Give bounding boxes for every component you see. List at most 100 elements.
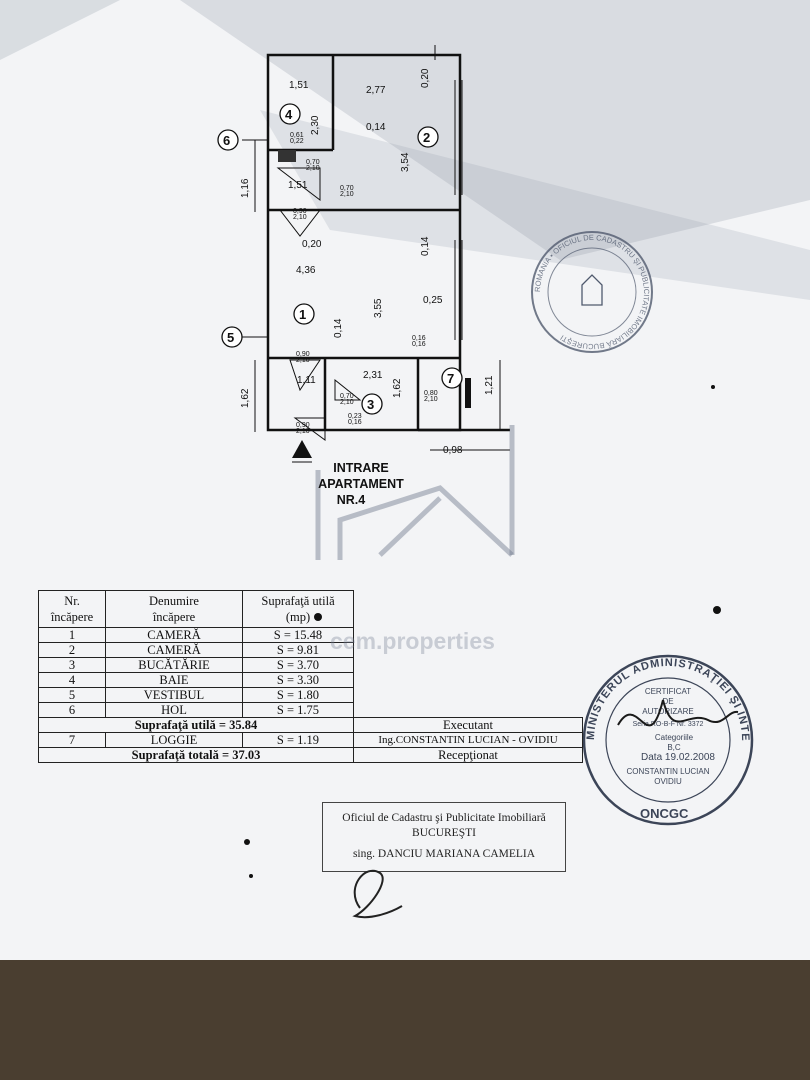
useful-total: Suprafaţă utilă = 35.84 — [38, 717, 354, 733]
dim-label: 1,51 — [288, 180, 308, 191]
svg-text:Data 19.02.2008: Data 19.02.2008 — [641, 752, 715, 763]
dim-label: 3,54 — [400, 152, 411, 172]
entrance-label: INTRARE APARTAMENT NR.4 — [318, 461, 404, 507]
dim-label: 1,62 — [392, 378, 403, 398]
svg-text:ONCGC: ONCGC — [640, 806, 689, 821]
floor-background — [0, 960, 810, 1080]
stamp-line1: Oficiul de Cadastru şi Publicitate Imobi… — [342, 812, 546, 824]
dim-small: 0,90 — [296, 422, 310, 429]
dim-small: 2,10 — [340, 399, 354, 406]
callout-5 — [221, 326, 243, 348]
table-header-row: Nr. încăpere Denumire încăpere Suprafaţă… — [38, 590, 583, 628]
header-name: Denumire încăpere — [105, 590, 243, 628]
dim-label: 0,25 — [423, 295, 443, 306]
dim-small: 0,61 — [290, 132, 304, 139]
room-number-1: 1 — [299, 307, 306, 322]
dim-small: 0,16 — [412, 341, 426, 348]
svg-text:OVIDIU: OVIDIU — [654, 777, 682, 786]
callout-7 — [441, 367, 463, 389]
rooms-table: Nr. încăpere Denumire încăpere Suprafaţă… — [38, 590, 583, 763]
room-number-7: 7 — [447, 371, 454, 386]
dim-label: 0,20 — [302, 239, 322, 250]
callout-1 — [293, 303, 315, 325]
room-number-3: 3 — [367, 397, 374, 412]
callout-3 — [361, 393, 383, 415]
svg-text:Seria RO-B-F Nr. 3372: Seria RO-B-F Nr. 3372 — [633, 721, 704, 728]
dim-label: 4,36 — [296, 265, 316, 276]
svg-text:AUTORIZARE: AUTORIZARE — [642, 707, 693, 716]
coat-of-arms-icon — [581, 274, 603, 306]
authorization-round-stamp: MINISTERUL ADMINISTRAŢIEI ŞI INTERNELOR … — [578, 650, 754, 826]
svg-text:ROMANIA • OFICIUL DE CADASTRU: ROMANIA • OFICIUL DE CADASTRU ŞI PUBLICI… — [533, 233, 651, 351]
dim-label: 2,30 — [310, 115, 321, 135]
room-number-4: 4 — [285, 107, 293, 122]
dim-label: 0,14 — [366, 122, 386, 133]
callout-6 — [217, 129, 239, 151]
dim-small: 0,70 — [306, 159, 320, 166]
dim-small: 0,22 — [290, 138, 304, 145]
dim-label: 1,21 — [484, 375, 495, 395]
dim-label: 0,14 — [333, 318, 344, 338]
callout-4 — [279, 103, 301, 125]
useful-total-row: Suprafaţă utilă = 35.84 Executant — [38, 717, 583, 733]
room-number-6: 6 — [223, 133, 230, 148]
svg-text:Categoriile: Categoriile — [655, 733, 694, 742]
dim-small: 2,10 — [296, 357, 310, 364]
svg-text:DE: DE — [662, 697, 673, 706]
dim-small: 0,70 — [340, 393, 354, 400]
dim-label: 1,62 — [240, 388, 251, 408]
stamp-line3: sing. DANCIU MARIANA CAMELIA — [352, 848, 536, 860]
table-spacer — [354, 591, 583, 628]
dim-label: 2,77 — [366, 85, 386, 96]
dim-small: 2,10 — [296, 428, 310, 435]
dim-label: 2,31 — [363, 370, 383, 381]
total-row: Suprafaţă totală = 37.03 Recepţionat — [38, 747, 583, 763]
header-area: Suprafaţă utilă (mp) — [242, 590, 354, 628]
dim-small: 2,10 — [424, 396, 438, 403]
dim-label: 0,98 — [443, 445, 463, 456]
dim-small: 0,80 — [424, 390, 438, 397]
dim-small: 0,23 — [348, 413, 362, 420]
received-label: Recepţionat — [353, 747, 583, 763]
dim-label: 3,55 — [373, 298, 384, 318]
watermark-text: cem.properties — [330, 628, 495, 654]
dim-small: 0,16 — [348, 419, 362, 426]
executant-label: Executant — [353, 717, 583, 733]
dim-label: 0,14 — [420, 236, 431, 256]
document-paper — [0, 0, 810, 968]
dim-label: 0,20 — [420, 68, 431, 88]
dim-small: 2,10 — [340, 191, 354, 198]
svg-text:CONSTANTIN LUCIAN: CONSTANTIN LUCIAN — [627, 767, 710, 776]
office-round-stamp: ROMANIA • OFICIUL DE CADASTRU ŞI PUBLICI… — [531, 231, 653, 353]
signature-mark — [617, 699, 739, 727]
dim-small: 2,10 — [306, 165, 320, 172]
dim-label: 1,11 — [297, 375, 316, 386]
dim-small: 0,16 — [412, 335, 426, 342]
dim-small: 0,90 — [296, 351, 310, 358]
dim-small: 0,90 — [293, 208, 307, 215]
floor-plan: 6 5 4 2 1 3 7 1,51 2,77 0,20 2,30 0,14 3… — [217, 45, 515, 560]
dim-label: 1,16 — [240, 178, 251, 198]
cadastre-stamp: Oficiul de Cadastru şi Publicitate Imobi… — [322, 802, 566, 872]
room-number-2: 2 — [423, 130, 430, 145]
dim-label: 1,51 — [289, 80, 309, 91]
callout-2 — [417, 126, 439, 148]
dim-small: 2,10 — [293, 214, 307, 221]
handwritten-signature — [352, 869, 403, 919]
executant-name: Ing.CONSTANTIN LUCIAN - OVIDIU — [353, 732, 583, 748]
watermark-house-icon — [315, 425, 515, 560]
dim-small: 0,70 — [340, 185, 354, 192]
stamp-line2: BUCUREŞTI — [412, 827, 476, 839]
total-area: Suprafaţă totală = 37.03 — [38, 747, 354, 763]
room-number-5: 5 — [227, 330, 234, 345]
header-nr: Nr. încăpere — [38, 590, 106, 628]
svg-text:CERTIFICAT: CERTIFICAT — [645, 687, 691, 696]
svg-text:B,C: B,C — [667, 743, 681, 752]
